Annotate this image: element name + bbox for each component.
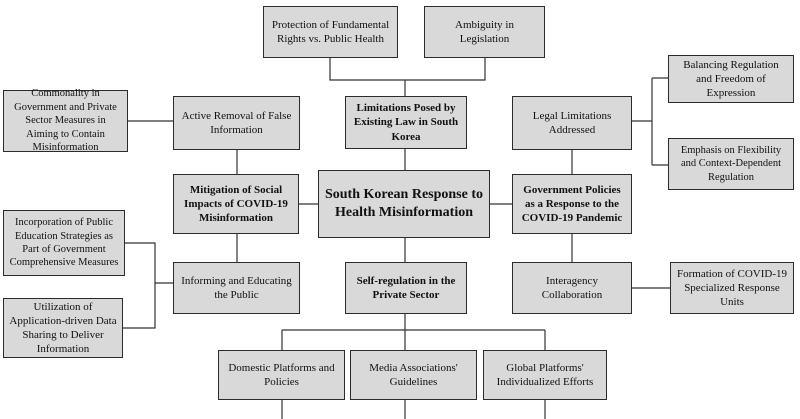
- node-mitigation: Mitigation of Social Impacts of COVID-19…: [173, 174, 299, 234]
- node-rights-vs-health: Protection of Fundamental Rights vs. Pub…: [263, 6, 398, 58]
- node-gov-policies: Government Policies as a Response to the…: [512, 174, 632, 234]
- node-label: Media Associations' Guidelines: [369, 361, 458, 388]
- node-label: Domestic Platforms and Policies: [228, 361, 335, 388]
- node-interagency: Interagency Collaboration: [512, 262, 632, 314]
- node-label: Ambiguity in Legislation: [455, 18, 514, 45]
- connector-top: [329, 57, 486, 96]
- node-center: South Korean Response to Health Misinfor…: [318, 170, 490, 238]
- node-limitations: Limitations Posed by Existing Law in Sou…: [345, 96, 467, 149]
- node-label: Utilization of Application-driven Data S…: [9, 300, 117, 356]
- node-label: Interagency Collaboration: [541, 274, 603, 301]
- node-label: Commonality in Government and Private Se…: [14, 88, 117, 154]
- node-ambiguity: Ambiguity in Legislation: [424, 6, 545, 58]
- node-label: Informing and Educating the Public: [181, 274, 292, 301]
- node-commonality: Commonality in Government and Private Se…: [3, 88, 128, 154]
- node-media: Media Associations' Guidelines: [350, 350, 477, 400]
- node-label: Balancing Regulation and Freedom of Expr…: [683, 58, 779, 100]
- node-global: Global Platforms' Individualized Efforts: [483, 350, 607, 400]
- node-label: South Korean Response to Health Misinfor…: [324, 186, 484, 220]
- node-label: Government Policies as a Response to the…: [521, 183, 623, 225]
- node-incorporation: Incorporation of Public Education Strate…: [3, 210, 125, 276]
- connector-right-bracket: [632, 77, 668, 166]
- node-emphasis: Emphasis on Flexibility and Context-Depe…: [668, 138, 794, 190]
- connector-left-bracket: [123, 242, 173, 329]
- node-self-regulation: Self-regulation in the Private Sector: [345, 262, 467, 314]
- node-label: Protection of Fundamental Rights vs. Pub…: [271, 18, 390, 45]
- node-utilization: Utilization of Application-driven Data S…: [3, 298, 123, 358]
- node-domestic: Domestic Platforms and Policies: [218, 350, 345, 400]
- node-label: Legal Limitations Addressed: [532, 109, 612, 136]
- node-label: Self-regulation in the Private Sector: [356, 274, 456, 301]
- node-active-removal: Active Removal of False Information: [173, 96, 300, 150]
- node-label: Emphasis on Flexibility and Context-Depe…: [680, 144, 782, 183]
- node-label: Limitations Posed by Existing Law in Sou…: [353, 102, 459, 143]
- node-formation: Formation of COVID-19 Specialized Respon…: [670, 262, 794, 314]
- node-legal-limitations: Legal Limitations Addressed: [512, 96, 632, 150]
- connector-bottom: [281, 313, 546, 350]
- node-informing: Informing and Educating the Public: [173, 262, 300, 314]
- node-label: Formation of COVID-19 Specialized Respon…: [677, 267, 787, 309]
- node-label: Mitigation of Social Impacts of COVID-19…: [184, 183, 288, 225]
- node-label: Global Platforms' Individualized Efforts: [496, 361, 594, 388]
- node-label: Active Removal of False Information: [181, 109, 292, 136]
- node-balancing: Balancing Regulation and Freedom of Expr…: [668, 55, 794, 103]
- node-label: Incorporation of Public Education Strate…: [9, 217, 119, 269]
- connector-bottom-stubs: [281, 400, 546, 419]
